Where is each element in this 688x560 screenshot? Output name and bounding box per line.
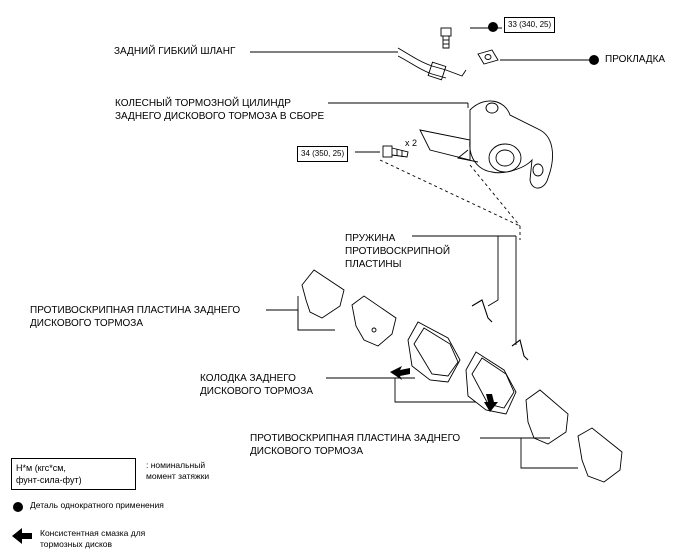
- label-line: ДИСКОВОГО ТОРМОЗА: [250, 446, 364, 457]
- legend-arrow: [12, 528, 32, 544]
- label-rear-flexible-hose: ЗАДНИЙ ГИБКИЙ ШЛАНГ: [114, 46, 236, 57]
- shim-bottom: [525, 389, 623, 483]
- rear-flexible-hose: [397, 47, 467, 81]
- brake-pads: [407, 321, 517, 415]
- label-gasket: ПРОКЛАДКА: [605, 54, 666, 65]
- legend-torque-description: : номинальный момент затяжки: [146, 460, 209, 482]
- torque-box-mount-bolt: 34 (350, 25): [297, 146, 349, 162]
- non-reusable-marker: [589, 55, 599, 65]
- label-line: КОЛОДКА ЗАДНЕГО: [200, 373, 296, 384]
- label-line: ЗАДНЕГО ДИСКОВОГО ТОРМОЗА В СБОРЕ: [115, 111, 325, 122]
- label-line: ПРОТИВОСКРИПНАЯ ПЛАСТИНА ЗАДНЕГО: [30, 305, 241, 316]
- label-shim-bottom: ПРОТИВОСКРИПНАЯ ПЛАСТИНА ЗАДНЕГО ДИСКОВО…: [250, 432, 460, 458]
- label-wheel-cylinder: КОЛЕСНЫЙ ТОРМОЗНОЙ ЦИЛИНДР ЗАДНЕГО ДИСКО…: [115, 97, 324, 123]
- label-line: ПРОТИВОСКРИПНОЙ: [345, 246, 451, 257]
- torque-box-union-bolt: 33 (340, 25): [504, 17, 556, 33]
- label-line: ПЛАСТИНЫ: [345, 259, 402, 270]
- label-line: КОЛЕСНЫЙ ТОРМОЗНОЙ ЦИЛИНДР: [115, 98, 291, 109]
- label-line: ПРУЖИНА: [345, 233, 396, 244]
- label-shim-top: ПРОТИВОСКРИПНАЯ ПЛАСТИНА ЗАДНЕГО ДИСКОВО…: [30, 304, 240, 330]
- legend-torque-box: Н*м (кгс*см, фунт-сила-фут): [11, 458, 136, 490]
- label-line: ДИСКОВОГО ТОРМОЗА: [30, 318, 144, 329]
- legend-non-reusable: Деталь однократного применения: [30, 500, 164, 510]
- legend-line: момент затяжки: [146, 471, 210, 481]
- union-bolt: [440, 27, 452, 49]
- non-reusable-marker: [488, 22, 498, 32]
- torque-value: 33 (340, 25): [508, 20, 552, 29]
- label-line: ПРОТИВОСКРИПНАЯ ПЛАСТИНА ЗАДНЕГО: [250, 433, 461, 444]
- non-reusable-icon: [13, 502, 23, 512]
- label-brake-pad: КОЛОДКА ЗАДНЕГО ДИСКОВОГО ТОРМОЗА: [200, 372, 313, 398]
- label-anti-squeal-spring: ПРУЖИНА ПРОТИВОСКРИПНОЙ ПЛАСТИНЫ: [345, 232, 450, 271]
- legend-grease: Консистентная смазка для тормозных диско…: [40, 528, 145, 550]
- legend-line: Н*м (кгс*см,: [16, 463, 66, 473]
- grease-arrows: [390, 366, 498, 412]
- legend-line: : номинальный: [146, 460, 206, 470]
- gasket: [477, 49, 499, 65]
- label-line: ДИСКОВОГО ТОРМОЗА: [200, 386, 314, 397]
- wheel-cylinder-assembly: [419, 100, 553, 189]
- anti-squeal-springs: [471, 299, 529, 361]
- legend-line: тормозных дисков: [40, 539, 113, 549]
- legend-line: фунт-сила-фут): [16, 475, 82, 485]
- mounting-bolt: [382, 145, 409, 158]
- shim-top: [301, 269, 397, 347]
- legend-line: Консистентная смазка для: [40, 528, 146, 538]
- bolt-quantity: x 2: [405, 138, 418, 148]
- torque-value: 34 (350, 25): [301, 149, 345, 158]
